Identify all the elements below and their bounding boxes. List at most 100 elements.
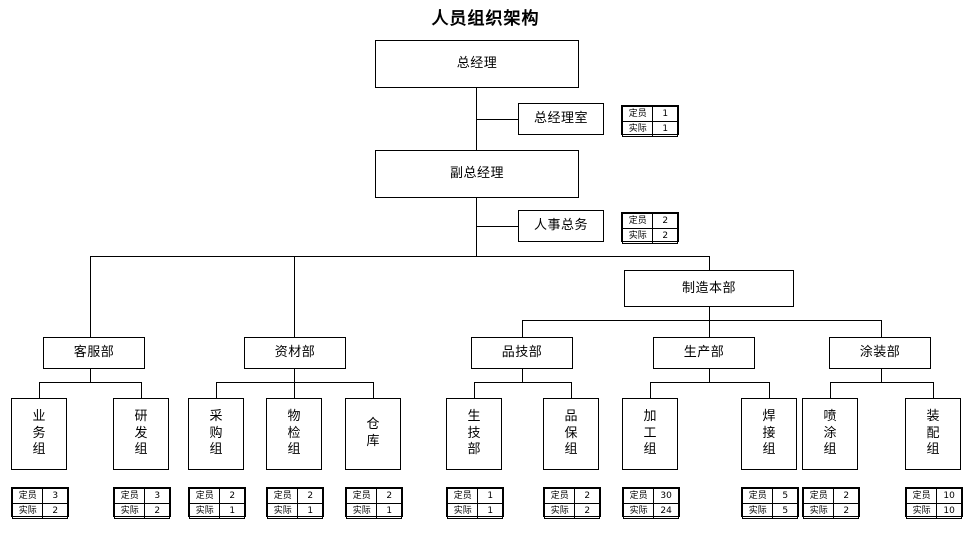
node-label: 业务组 — [32, 409, 46, 458]
count-table-rnd-group: 定员 3 实际 2 — [113, 487, 171, 519]
count-value-actual: 1 — [376, 503, 402, 519]
node-customer-service[interactable]: 客服部 — [43, 337, 145, 369]
count-label-actual: 实际 — [622, 503, 655, 519]
connector-drop-warehouse — [373, 382, 374, 398]
count-table-warehouse: 定员 2 实际 1 — [345, 487, 403, 519]
connector-drop-materials — [294, 256, 295, 337]
connector-main-bus — [90, 256, 710, 257]
node-quality-tech[interactable]: 品技部 — [471, 337, 573, 369]
count-value-quota: 1 — [477, 488, 503, 504]
count-value-quota: 2 — [376, 488, 402, 504]
connector-drop-spray-group — [830, 382, 831, 398]
node-label: 资材部 — [274, 345, 316, 361]
connector-drop-business-group — [39, 382, 40, 398]
count-label-actual: 实际 — [802, 503, 835, 519]
connector-gm-office — [476, 119, 518, 120]
node-label: 总经理 — [456, 56, 498, 72]
count-table-spray-group: 定员 2 实际 2 — [802, 487, 860, 519]
count-value-quota: 2 — [574, 488, 600, 504]
count-table-hr-admin: 定员 2 实际 2 — [621, 212, 679, 244]
count-label-actual: 实际 — [446, 503, 479, 519]
node-machining-group[interactable]: 加工组 — [622, 398, 678, 470]
count-label-quota: 定员 — [543, 488, 576, 504]
count-label-actual: 实际 — [345, 503, 378, 519]
count-value-actual: 1 — [297, 503, 323, 519]
node-label: 喷涂组 — [823, 409, 837, 458]
node-welding-group[interactable]: 焊接组 — [741, 398, 797, 470]
count-label-actual: 实际 — [266, 503, 299, 519]
connector-drop-prod-tech-dept — [474, 382, 475, 398]
count-table-quality-assurance-group: 定员 2 实际 2 — [543, 487, 601, 519]
count-table-machining-group: 定员 30 实际 24 — [622, 487, 680, 519]
node-label: 制造本部 — [681, 280, 736, 296]
node-label: 装配组 — [926, 409, 940, 458]
node-label: 加工组 — [643, 409, 657, 458]
count-value-actual: 2 — [652, 228, 678, 244]
count-label-quota: 定员 — [621, 213, 654, 229]
connector-manufacturing-bus — [522, 320, 882, 321]
count-value-quota: 2 — [833, 488, 859, 504]
connector-drop-painting — [881, 320, 882, 337]
count-label-quota: 定员 — [905, 488, 938, 504]
count-value-actual: 2 — [42, 503, 68, 519]
node-hr-admin[interactable]: 人事总务 — [518, 210, 604, 242]
connector-drop-purchase-group — [216, 382, 217, 398]
count-table-gm-office: 定员 1 实际 1 — [621, 105, 679, 137]
count-value-quota: 1 — [652, 106, 678, 122]
count-value-actual: 2 — [833, 503, 859, 519]
count-table-welding-group: 定员 5 实际 5 — [741, 487, 799, 519]
node-assembly-group[interactable]: 装配组 — [905, 398, 961, 470]
node-manufacturing-hq[interactable]: 制造本部 — [624, 270, 794, 307]
connector-drop-quality-tech — [522, 320, 523, 337]
count-value-actual: 10 — [936, 503, 962, 519]
connector-quality-tech-bus — [474, 382, 571, 383]
connector-drop-inspection-group — [294, 382, 295, 398]
node-inspection-group[interactable]: 物检组 — [266, 398, 322, 470]
count-label-quota: 定员 — [621, 106, 654, 122]
count-label-quota: 定员 — [188, 488, 221, 504]
connector-materials-trunk — [294, 369, 295, 382]
node-rnd-group[interactable]: 研发组 — [113, 398, 169, 470]
count-label-actual: 实际 — [621, 121, 654, 137]
count-value-actual: 1 — [477, 503, 503, 519]
node-production[interactable]: 生产部 — [653, 337, 755, 369]
node-materials[interactable]: 资材部 — [244, 337, 346, 369]
node-general-manager[interactable]: 总经理 — [375, 40, 579, 88]
connector-production-trunk — [709, 369, 710, 382]
node-painting[interactable]: 涂装部 — [829, 337, 931, 369]
node-business-group[interactable]: 业务组 — [11, 398, 67, 470]
count-value-quota: 3 — [42, 488, 68, 504]
count-value-quota: 2 — [297, 488, 323, 504]
count-label-actual: 实际 — [741, 503, 774, 519]
page-title: 人员组织架构 — [431, 9, 540, 29]
connector-painting-trunk — [881, 369, 882, 382]
count-label-quota: 定员 — [266, 488, 299, 504]
connector-drop-production — [709, 320, 710, 337]
count-label-actual: 实际 — [11, 503, 44, 519]
count-value-quota: 2 — [219, 488, 245, 504]
count-value-quota: 3 — [144, 488, 170, 504]
node-label: 总经理室 — [533, 111, 588, 127]
node-warehouse[interactable]: 仓库 — [345, 398, 401, 470]
connector-drop-rnd-group — [141, 382, 142, 398]
node-label: 生技部 — [467, 409, 481, 458]
connector-hr-admin — [476, 226, 518, 227]
count-value-actual: 24 — [653, 503, 679, 519]
node-prod-tech-dept[interactable]: 生技部 — [446, 398, 502, 470]
node-label: 客服部 — [73, 345, 115, 361]
count-table-business-group: 定员 3 实际 2 — [11, 487, 69, 519]
connector-manufacturing-hq-trunk — [709, 307, 710, 320]
count-value-actual: 1 — [219, 503, 245, 519]
node-quality-assurance-group[interactable]: 品保组 — [543, 398, 599, 470]
connector-drop-machining-group — [650, 382, 651, 398]
count-label-actual: 实际 — [905, 503, 938, 519]
node-gm-office[interactable]: 总经理室 — [518, 103, 604, 135]
node-deputy-general-manager[interactable]: 副总经理 — [375, 150, 579, 198]
connector-drop-manufacturing-hq — [709, 256, 710, 270]
node-spray-group[interactable]: 喷涂组 — [802, 398, 858, 470]
count-label-actual: 实际 — [621, 228, 654, 244]
count-table-inspection-group: 定员 2 实际 1 — [266, 487, 324, 519]
node-purchase-group[interactable]: 采购组 — [188, 398, 244, 470]
node-label: 生产部 — [683, 345, 725, 361]
count-label-quota: 定员 — [345, 488, 378, 504]
